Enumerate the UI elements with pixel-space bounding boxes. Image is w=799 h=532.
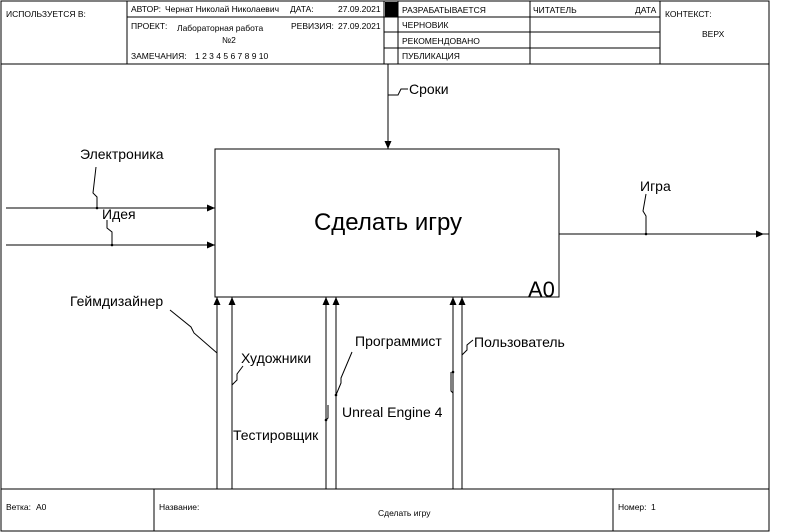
- number-value: 1: [651, 502, 656, 512]
- arrow-input-1[interactable]: Электроника: [6, 146, 215, 212]
- project-line2: №2: [222, 35, 236, 45]
- reader-date-label: ДАТА: [635, 5, 657, 15]
- reader-label: ЧИТАТЕЛЬ: [533, 5, 577, 15]
- status-publication: ПУБЛИКАЦИЯ: [402, 51, 460, 61]
- label-mechanism-2: Художники: [241, 350, 311, 366]
- arrow-mechanism-6[interactable]: Пользователь: [458, 297, 565, 489]
- date-label: ДАТА:: [290, 4, 314, 14]
- function-box-number: A0: [528, 277, 555, 302]
- date-value: 27.09.2021: [338, 4, 381, 14]
- label-mechanism-3: Тестировщик: [233, 427, 319, 443]
- context-label: КОНТЕКСТ:: [665, 9, 712, 19]
- used-in-label: ИСПОЛЬЗУЕТСЯ В:: [6, 9, 86, 19]
- number-label: Номер:: [618, 502, 647, 512]
- node-label: Ветка:: [6, 502, 31, 512]
- label-input-2: Идея: [102, 206, 136, 222]
- author-label: АВТОР:: [131, 4, 161, 14]
- node-value: A0: [36, 502, 47, 512]
- footer-block: Ветка: A0 Название: Сделать игру Номер: …: [1, 488, 769, 531]
- page-frame: [0, 0, 770, 532]
- function-box-title: Сделать игру: [314, 209, 462, 236]
- arrow-mechanism-3[interactable]: [322, 297, 330, 489]
- notes-numbers: 1 2 3 4 5 6 7 8 9 10: [195, 51, 269, 61]
- header-block: ИСПОЛЬЗУЕТСЯ В: АВТОР: Чернат Николай Ни…: [1, 1, 769, 65]
- status-draft: ЧЕРНОВИК: [402, 20, 449, 30]
- revision-value: 27.09.2021: [338, 21, 381, 31]
- arrow-mechanism-1[interactable]: Геймдизайнер: [70, 293, 221, 489]
- status-marker: [385, 2, 398, 17]
- title-label: Название:: [159, 502, 199, 512]
- status-recommended: РЕКОМЕНДОВАНО: [402, 36, 480, 46]
- project-line1: Лабораторная работа: [177, 23, 263, 33]
- arrow-output[interactable]: Игра: [559, 178, 769, 238]
- function-box[interactable]: Сделать игру A0: [214, 148, 560, 302]
- label-mechanism-5: Unreal Engine 4: [342, 404, 443, 420]
- status-working: РАЗРАБАТЫВАЕТСЯ: [402, 5, 486, 15]
- label-control: Сроки: [409, 81, 449, 97]
- revision-label: РЕВИЗИЯ:: [291, 21, 334, 31]
- context-value: ВЕРХ: [702, 29, 725, 39]
- title-value: Сделать игру: [378, 508, 431, 518]
- arrow-input-2[interactable]: Идея: [6, 206, 215, 249]
- label-mechanism-1: Геймдизайнер: [70, 293, 163, 309]
- label-mechanism-6: Пользователь: [474, 334, 565, 350]
- author-value: Чернат Николай Николаевич: [165, 4, 279, 14]
- arrow-mechanism-4[interactable]: Программист Unreal Engine 4: [332, 297, 443, 489]
- label-input-1: Электроника: [80, 146, 164, 162]
- label-mechanism-4: Программист: [355, 333, 442, 349]
- label-output: Игра: [640, 178, 671, 194]
- project-label: ПРОЕКТ:: [131, 21, 167, 31]
- arrow-mechanism-5[interactable]: [449, 297, 457, 489]
- arrow-control[interactable]: Сроки: [384, 64, 449, 149]
- notes-label: ЗАМЕЧАНИЯ:: [131, 51, 187, 61]
- arrow-mechanism-2[interactable]: Художники Тестировщик: [228, 297, 320, 489]
